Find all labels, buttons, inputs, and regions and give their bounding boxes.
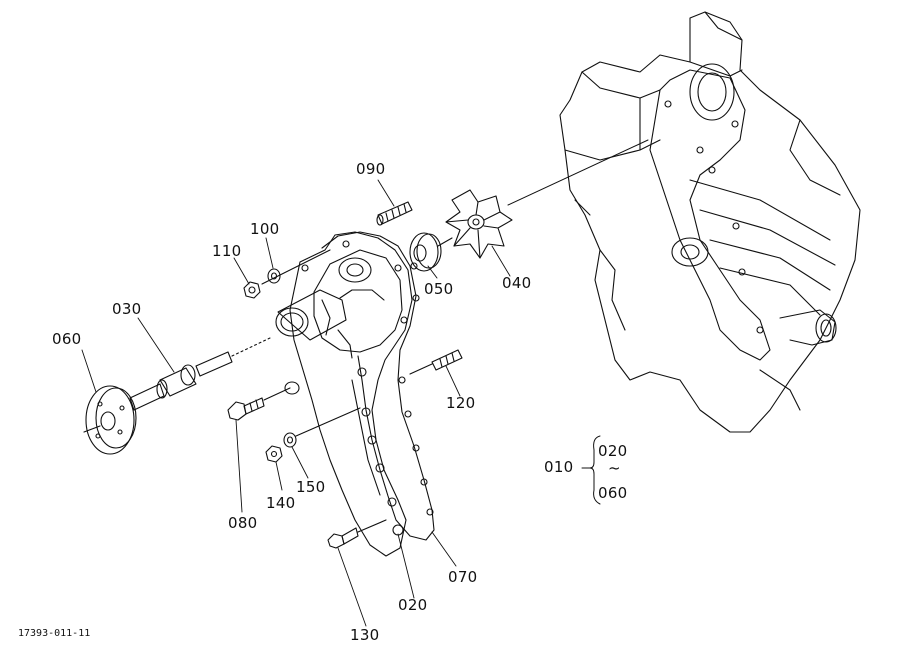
gasket bbox=[321, 231, 435, 541]
leader-nut-axis bbox=[261, 249, 331, 285]
stud-090 bbox=[376, 201, 413, 226]
drawing-number: 17393-011-11 bbox=[18, 628, 91, 639]
callout-150: 150 bbox=[296, 478, 326, 496]
bolt-080 bbox=[227, 387, 291, 421]
assembly-range-separator: ~ bbox=[608, 459, 621, 477]
assembly-parent-number: 010 bbox=[544, 458, 574, 476]
callout-090: 090 bbox=[356, 160, 386, 178]
washer-pump bbox=[284, 381, 300, 395]
callout-060: 060 bbox=[52, 330, 82, 348]
callout-130: 130 bbox=[350, 626, 380, 644]
callout-leaders bbox=[81, 179, 511, 627]
stud-120 bbox=[409, 349, 463, 375]
leader-nut140-axis bbox=[295, 407, 361, 437]
callout-080: 080 bbox=[228, 514, 258, 532]
callout-050: 050 bbox=[424, 280, 454, 298]
pulley-flange bbox=[83, 385, 137, 455]
callout-140: 140 bbox=[266, 494, 296, 512]
engine-block bbox=[559, 11, 861, 433]
callout-020: 020 bbox=[398, 596, 428, 614]
washer-150 bbox=[283, 432, 297, 448]
assembly-range-start: 020 bbox=[598, 442, 628, 460]
mechanical-seal bbox=[409, 232, 453, 272]
shaft-bearing bbox=[129, 337, 271, 411]
callout-100: 100 bbox=[250, 220, 280, 238]
callout-120: 120 bbox=[446, 394, 476, 412]
nut-110 bbox=[243, 281, 261, 299]
callout-110: 110 bbox=[212, 242, 242, 260]
assembly-range-end: 060 bbox=[598, 484, 628, 502]
callout-070: 070 bbox=[448, 568, 478, 586]
impeller bbox=[445, 189, 513, 259]
nut-140 bbox=[265, 445, 283, 463]
assembly-brace bbox=[581, 435, 601, 505]
bolt-130 bbox=[327, 519, 387, 549]
leader-shaft-axis bbox=[507, 139, 649, 206]
washer-100 bbox=[267, 268, 281, 284]
callout-040: 040 bbox=[502, 274, 532, 292]
callout-030: 030 bbox=[112, 300, 142, 318]
water-pump-body bbox=[275, 231, 413, 557]
